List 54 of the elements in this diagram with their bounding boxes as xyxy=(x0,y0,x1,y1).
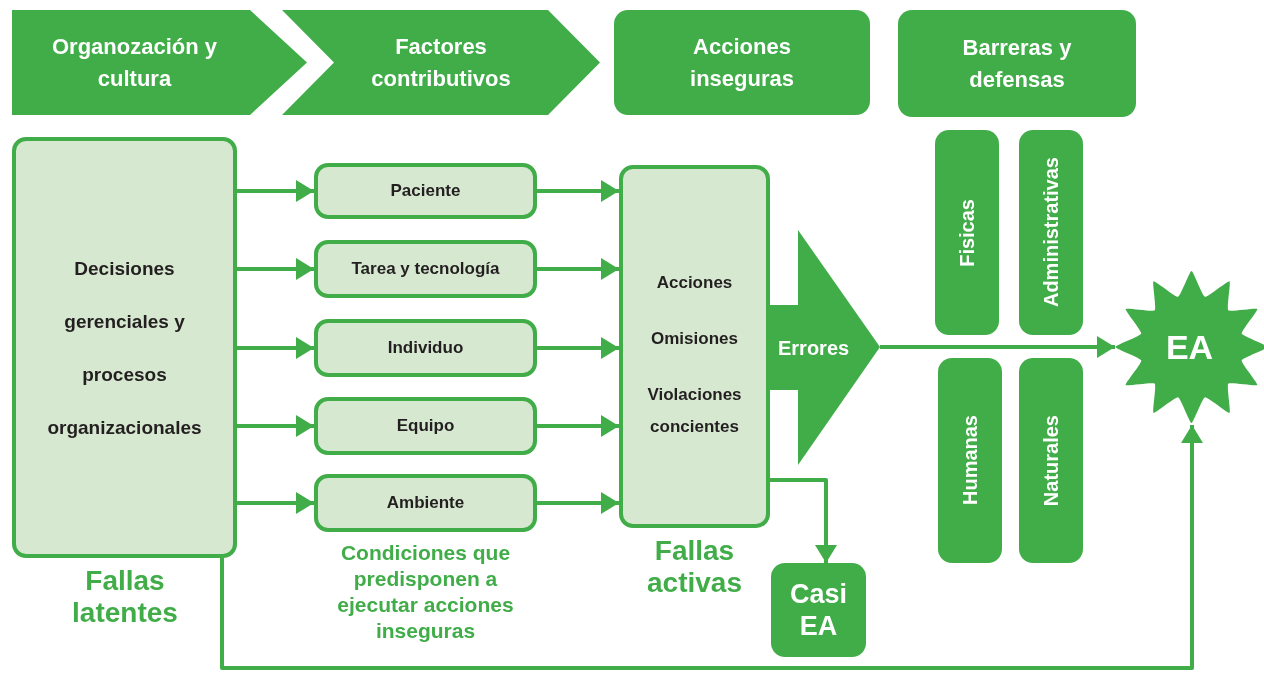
process-box xyxy=(314,319,537,377)
node-text: Paciente xyxy=(390,181,461,201)
arrow xyxy=(880,336,1115,358)
process-box xyxy=(314,474,537,532)
barrier-bar xyxy=(938,358,1002,563)
node-text: Acciones xyxy=(655,272,734,294)
node-text: Decisiones gerenciales y procesos organizacionales xyxy=(46,256,203,440)
node-text: Omisiones xyxy=(650,328,739,350)
node-text: Humanas xyxy=(958,415,982,506)
process-box xyxy=(314,163,537,219)
node-text: Naturales xyxy=(1039,414,1063,507)
node-text: Errores xyxy=(777,335,850,361)
caption: Condiciones que predisponen a ejecutar acciones inseguras xyxy=(336,540,515,644)
node-text: Barreras y defensas xyxy=(961,33,1073,94)
arrow xyxy=(537,492,619,514)
header-box xyxy=(614,10,870,115)
arrow xyxy=(237,180,314,202)
arrow xyxy=(220,425,1203,670)
barrier-bar xyxy=(1019,130,1083,335)
process-box xyxy=(314,397,537,455)
node-text: Administrativas xyxy=(1039,157,1063,308)
arrow xyxy=(537,337,619,359)
node-label: Fallas activas xyxy=(646,535,743,599)
barrier-bar xyxy=(935,130,999,335)
node-text: Violaciones concientes xyxy=(646,384,743,438)
chevron-banner xyxy=(12,10,307,115)
arrow xyxy=(237,337,314,359)
process-box xyxy=(12,137,237,558)
node-text: Tarea y tecnología xyxy=(351,259,500,279)
node-text: Organozación y cultura xyxy=(50,32,218,93)
node-text: Individuo xyxy=(387,338,464,358)
outcome-box xyxy=(771,563,866,657)
node-text: Ambiente xyxy=(386,493,465,513)
chevron-banner xyxy=(282,10,600,115)
block-arrow xyxy=(770,230,880,465)
node-text: Equipo xyxy=(396,416,455,436)
process-box xyxy=(619,165,770,528)
node-label: Fallas latentes xyxy=(71,565,179,629)
node-text: Fisicas xyxy=(955,198,979,267)
node-text: Factores contributivos xyxy=(370,32,512,93)
starburst xyxy=(1115,269,1264,425)
node-text: EA xyxy=(1165,331,1214,363)
arrow xyxy=(237,415,314,437)
header-box xyxy=(898,10,1136,117)
arrow xyxy=(537,258,619,280)
arrow xyxy=(537,415,619,437)
arrow xyxy=(237,258,314,280)
barrier-bar xyxy=(1019,358,1083,563)
arrow xyxy=(770,478,837,563)
arrow xyxy=(237,492,314,514)
arrow xyxy=(537,180,619,202)
node-text: Acciones inseguras xyxy=(689,32,795,93)
node-text: Casi EA xyxy=(788,578,848,642)
process-box xyxy=(314,240,537,298)
